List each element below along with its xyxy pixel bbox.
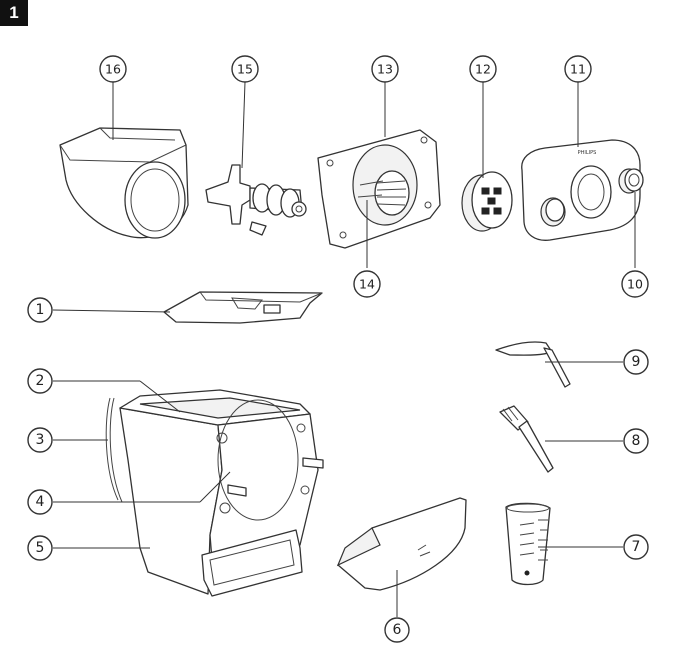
callout-2: 2 (27, 368, 53, 394)
callout-number: 2 (36, 373, 45, 389)
callout-number: 5 (36, 540, 45, 556)
callout-number: 16 (105, 62, 121, 77)
callout-12: 12 (469, 55, 497, 83)
callout-number: 9 (632, 354, 641, 370)
page-number-badge: 1 (0, 0, 28, 26)
callout-15: 15 (231, 55, 259, 83)
callout-number: 13 (377, 62, 393, 77)
callout-number: 10 (627, 277, 643, 292)
callout-number: 8 (632, 433, 641, 449)
callout-14: 14 (353, 270, 381, 298)
part-tray (336, 497, 467, 591)
callout-11: 11 (564, 55, 592, 83)
callout-number: 12 (475, 62, 491, 77)
callout-number: 15 (237, 62, 253, 77)
part-nut (618, 168, 644, 194)
callout-1: 1 (27, 297, 53, 323)
callout-10: 10 (621, 270, 649, 298)
part-cleaning-brush (499, 405, 554, 473)
part-lid (163, 291, 323, 324)
callout-4: 4 (27, 489, 53, 515)
callout-number: 1 (36, 302, 45, 318)
part-shaping-disc (461, 171, 513, 232)
part-front-cover: PHILIPS (521, 139, 641, 241)
callout-6: 6 (384, 617, 410, 643)
part-mixing-chamber-lid (59, 127, 189, 239)
callout-5: 5 (27, 535, 53, 561)
callout-8: 8 (623, 428, 649, 454)
brand-mark: PHILIPS (578, 150, 597, 156)
callout-3: 3 (27, 427, 53, 453)
callout-7: 7 (623, 534, 649, 560)
callout-number: 3 (36, 432, 45, 448)
callout-number: 4 (36, 494, 45, 510)
callout-9: 9 (623, 349, 649, 375)
callout-number: 14 (359, 277, 375, 292)
part-cleaning-tool (495, 341, 571, 388)
callout-number: 11 (570, 62, 586, 77)
callout-16: 16 (99, 55, 127, 83)
callout-13: 13 (371, 55, 399, 83)
part-measuring-cup (505, 502, 551, 586)
part-kneading-screw (205, 164, 307, 236)
part-main-unit (105, 389, 324, 597)
leader-lines (52, 81, 636, 617)
part-front-panel (317, 129, 441, 249)
callout-number: 6 (393, 622, 402, 638)
callout-number: 7 (632, 539, 641, 555)
